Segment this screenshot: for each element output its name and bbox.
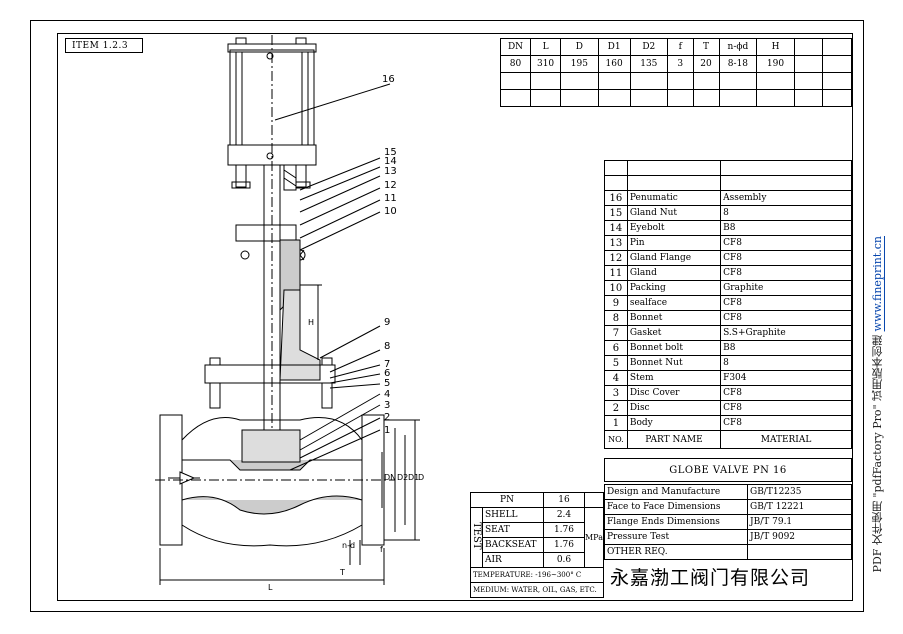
callout-labels: 16 15 14 13 12 11 10 9 8 7 6 5 4 3 2 1: [382, 74, 397, 436]
spec-row: OTHER REQ.: [604, 544, 852, 560]
callout-13: 13: [384, 166, 397, 177]
drawing-title: GLOBE VALVE PN 16: [604, 458, 852, 482]
dim-letter-nd: n-d: [342, 541, 355, 550]
dimension-empty-row: [500, 89, 852, 107]
test-side-text: TEST: [471, 522, 482, 550]
drawing-frame: [30, 20, 864, 612]
dim-letter-d1: D1: [408, 473, 419, 482]
test-table: PN 16 TEST SHELL 2.4 MPa SEAT 1.76 BACKS…: [470, 492, 605, 598]
callout-2: 2: [384, 412, 390, 423]
callout-4: 4: [384, 389, 390, 400]
dim-letter-t: T: [339, 568, 345, 577]
callout-6: 6: [384, 368, 390, 379]
test-row: SEAT 1.76: [471, 522, 604, 538]
dim-letter-d2: D2: [397, 473, 408, 482]
dimension-empty-row: [500, 72, 852, 90]
parts-header-material: MATERIAL: [720, 430, 852, 449]
drawing-inner-frame: [57, 33, 853, 601]
dim-letter-d: D: [418, 473, 424, 482]
dim-header: H: [756, 38, 795, 56]
dim-value: 3: [667, 55, 694, 73]
test-pn-label: PN: [470, 492, 544, 508]
callout-10: 10: [384, 206, 397, 217]
dim-letter-h: H: [308, 318, 314, 327]
dimension-value-row: 80 310 195 160 135 3 20 8-18 190: [500, 55, 852, 73]
parts-header-row: NO. PART NAME MATERIAL: [604, 430, 852, 449]
callout-15: 15: [384, 147, 397, 158]
test-medium-row: MEDIUM: WATER, OIL, GAS, ETC.: [470, 582, 604, 598]
pneumatic-actuator: [227, 35, 317, 470]
callout-14: 14: [384, 156, 397, 167]
dim-letter-l: L: [268, 583, 273, 592]
callout-7: 7: [384, 359, 390, 370]
callout-3: 3: [384, 400, 390, 411]
dimension-letters: L H f T D D1 D2 DN n-d: [268, 318, 424, 592]
dimension-lines: [159, 284, 420, 585]
company-name: 永嘉渤工阀门有限公司: [610, 567, 811, 589]
dim-letter-dn: DN: [384, 473, 396, 482]
spec-value: [747, 544, 852, 560]
spec-label: OTHER REQ.: [604, 544, 748, 560]
test-row: AIR 0.6: [471, 552, 604, 568]
dimension-header-row: DN L D D1 D2 f T n-ϕd H: [500, 38, 852, 56]
callout-12: 12: [384, 180, 397, 191]
dim-letter-f: f: [380, 545, 383, 554]
test-pn-row: PN 16: [470, 492, 605, 508]
dimension-table: DN L D D1 D2 f T n-ϕd H 80 310 195 160 1…: [500, 38, 852, 107]
callout-11: 11: [384, 193, 397, 204]
test-medium: MEDIUM: WATER, OIL, GAS, ETC.: [470, 582, 604, 598]
valve-body: [155, 414, 395, 547]
item-label: ITEM 1.2.3: [65, 38, 143, 53]
callout-9: 9: [384, 317, 390, 328]
callout-5: 5: [384, 378, 390, 389]
callout-leaders: [274, 83, 391, 471]
stem-and-yoke: [204, 164, 336, 430]
callout-16: 16: [382, 74, 395, 85]
parts-header-name: PART NAME: [626, 430, 722, 449]
callout-1: 1: [384, 425, 390, 436]
callout-8: 8: [384, 341, 390, 352]
test-side-label: TEST: [470, 507, 483, 568]
